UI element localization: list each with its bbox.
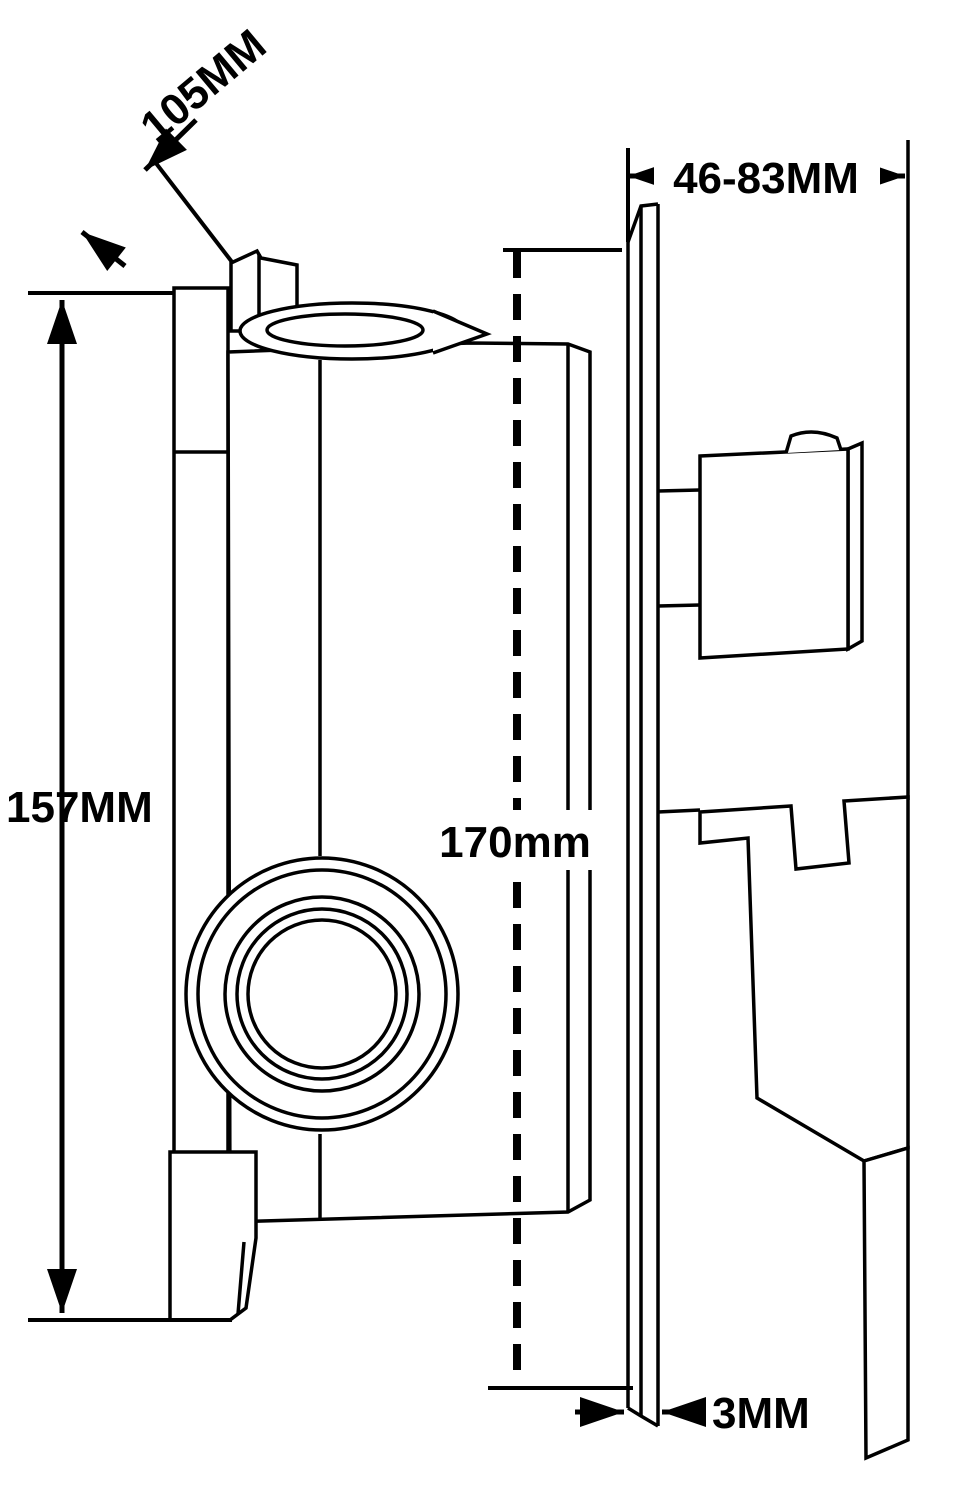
dim4683-label-mask [654, 150, 880, 202]
handle-box-top-button [784, 430, 843, 454]
bottom-foot-bracket [168, 1150, 258, 1322]
pipe-connector-circles [184, 856, 460, 1132]
dimension-label-105mm: 105MM [131, 20, 275, 152]
pipe-circle-2 [196, 868, 448, 1120]
dim170-label-mask [432, 810, 600, 870]
pipe-circle-4 [235, 907, 409, 1081]
dim105-leader-line [150, 156, 234, 264]
handle-box-connector-top [657, 488, 701, 493]
bottom-foot-seam [236, 1241, 246, 1315]
handle-box-side-face [846, 440, 864, 653]
wall-plate-bottom-bevel [627, 1406, 659, 1428]
lever-connector [657, 808, 701, 814]
dimension-170mm: 170mm [432, 810, 600, 870]
pipe-circle-outer [184, 856, 460, 1132]
pipe-circle-inner [246, 918, 398, 1070]
lever-assembly [657, 795, 910, 1461]
dimension-46-83mm: 46-83MM [626, 148, 905, 242]
dimension-157mm: 157MM [6, 291, 232, 1322]
pipe-circle-3 [223, 895, 421, 1093]
lever-lower-strip [862, 1145, 910, 1461]
dimension-105mm: 105MM [80, 20, 275, 272]
dimension-label-170mm: 170mm [439, 818, 591, 867]
wall-plate-and-trim [626, 140, 910, 1461]
lever-body [698, 795, 910, 1163]
dimension-label-46-83mm: 46-83MM [673, 154, 859, 203]
top-ring-outer [238, 301, 466, 361]
dim105-corner-arrow [80, 230, 127, 272]
dimension-3mm: 3MM [575, 1389, 810, 1438]
top-ring-point [432, 309, 492, 355]
dimension-label-157mm: 157MM [6, 783, 153, 832]
top-ring-inner [265, 312, 425, 348]
valve-body-side-view [168, 248, 592, 1322]
handle-box-front-face [698, 447, 850, 660]
handle-box [657, 430, 864, 660]
handle-box-connector-bottom [657, 603, 701, 608]
wall-plate-top-bevel [626, 202, 659, 243]
wall-plate [626, 202, 660, 1428]
dimension-label-3mm: 3MM [712, 1389, 810, 1438]
